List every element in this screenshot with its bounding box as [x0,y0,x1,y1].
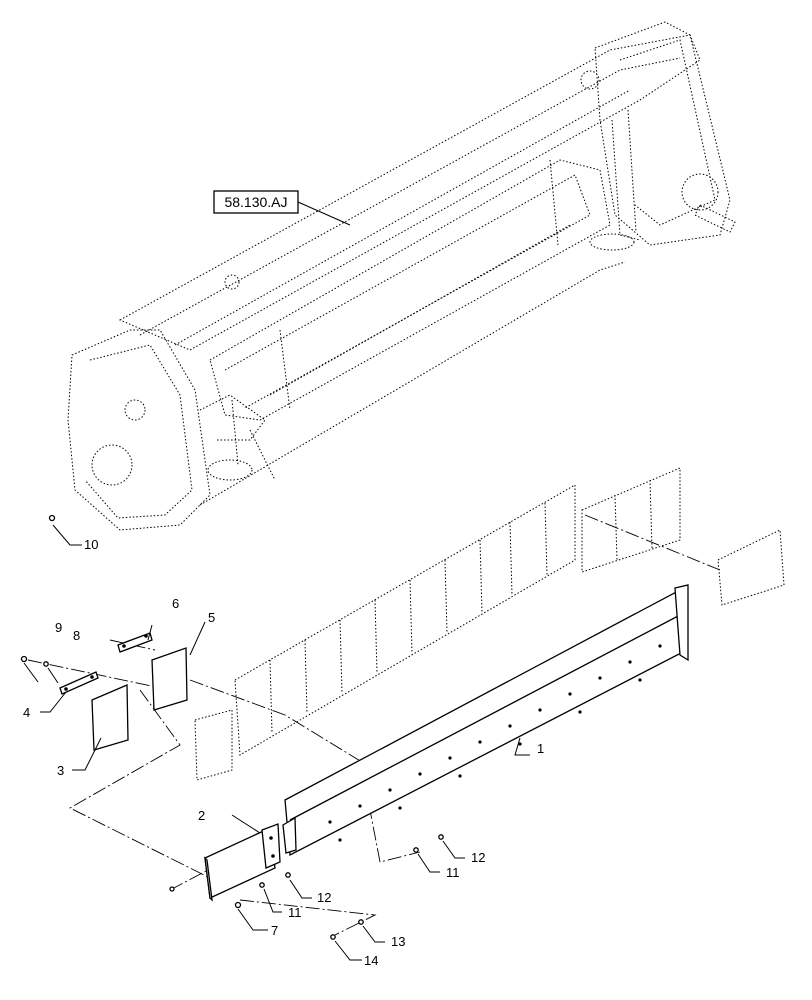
callout-5: 5 [208,610,215,625]
rail-holes [328,644,662,842]
callout-11-upper: 11 [446,865,460,880]
part-4-strap[interactable] [59,671,99,695]
callout-6: 6 [172,596,179,611]
callout-4: 4 [23,705,30,720]
part-1-rail[interactable] [282,584,689,857]
callout-11-lower: 11 [288,905,302,920]
callout-8: 8 [73,628,80,643]
washer-11-upper[interactable] [413,847,419,853]
callout-12-lower: 12 [317,890,331,905]
header-frame [67,21,736,531]
callout-9: 9 [55,620,62,635]
nut-13[interactable] [358,919,364,925]
part-5-pad[interactable] [151,647,188,711]
callout-labels: 10 9 8 4 3 6 5 1 2 7 11 12 11 12 14 13 [23,537,544,968]
washer-11-lower[interactable] [259,882,265,888]
reference-label: 58.130.AJ [224,194,287,210]
callout-10: 10 [84,537,98,552]
part-2-end-shield[interactable] [204,823,281,902]
callout-12-upper: 12 [471,850,485,865]
reference-box[interactable]: 58.130.AJ [213,190,351,226]
nut-12-upper[interactable] [438,834,444,840]
callout-1: 1 [537,741,544,756]
fasteners [20,514,444,940]
curtain-panel [194,467,785,781]
washer-14[interactable] [330,934,336,940]
callout-14: 14 [364,953,378,968]
leader-lines [23,524,530,961]
assembly-chain-lines [27,514,721,936]
nut-7[interactable] [234,901,242,909]
callout-13: 13 [391,934,405,949]
bolt-2-fastener[interactable] [169,886,175,892]
callout-2: 2 [198,808,205,823]
callout-3: 3 [57,763,64,778]
part-3-pad[interactable] [91,684,129,751]
part-6-strap[interactable] [117,632,153,653]
nut-12-lower[interactable] [285,872,291,878]
bolt-10[interactable] [48,514,56,522]
washer-8[interactable] [43,661,49,667]
callout-7: 7 [271,923,278,938]
bolt-9[interactable] [20,655,28,663]
